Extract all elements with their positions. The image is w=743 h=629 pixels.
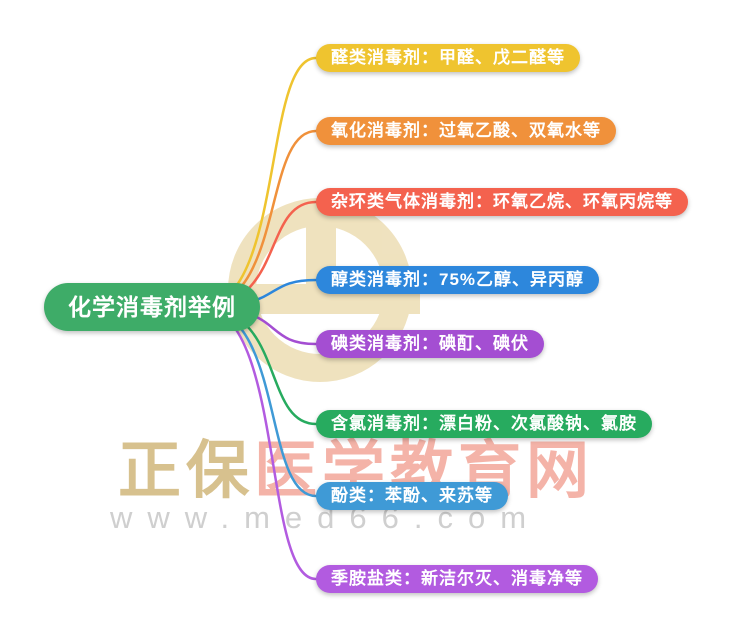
connector-phenol <box>198 305 318 498</box>
root-node-chemical-disinfectants[interactable]: 化学消毒剂举例 <box>44 283 260 331</box>
branch-node-phenol[interactable]: 酚类：苯酚、来苏等 <box>316 482 508 510</box>
branch-node-chlorine[interactable]: 含氯消毒剂：漂白粉、次氯酸钠、氯胺 <box>316 410 652 438</box>
connector-aldehyde <box>198 56 318 309</box>
branch-node-alcohol[interactable]: 醇类消毒剂：75%乙醇、异丙醇 <box>316 266 600 294</box>
branch-node-heterocyclic-gas[interactable]: 杂环类气体消毒剂：环氧乙烷、环氧丙烷等 <box>316 188 688 216</box>
branch-node-oxidizing[interactable]: 氧化消毒剂：过氧乙酸、双氧水等 <box>316 117 616 145</box>
branch-node-aldehyde[interactable]: 醛类消毒剂：甲醛、戊二醛等 <box>316 44 580 72</box>
connector-quaternary-ammonium <box>198 305 318 581</box>
branch-node-quaternary-ammonium[interactable]: 季胺盐类：新洁尔灭、消毒净等 <box>316 565 598 593</box>
brand-watermark-left: 正保 <box>118 436 254 506</box>
branch-node-iodine[interactable]: 碘类消毒剂：碘酊、碘伏 <box>316 330 544 358</box>
